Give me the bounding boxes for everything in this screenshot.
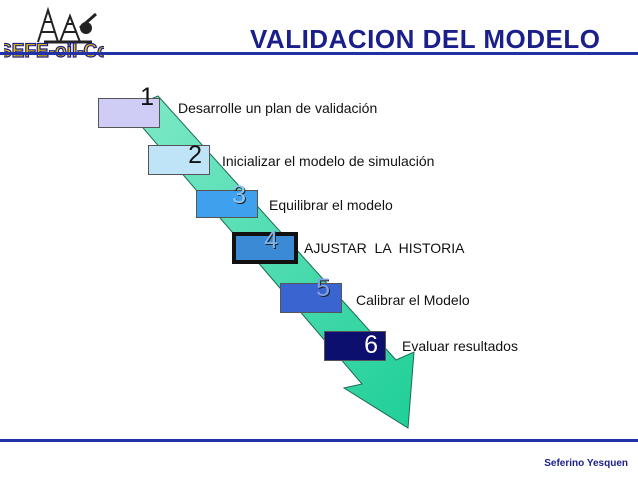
step-1-box (98, 98, 160, 128)
step-5-box (280, 283, 342, 313)
company-logo: SEFE-oil-Co (0, 2, 109, 70)
step-3-box (196, 190, 258, 218)
step-6-box (324, 331, 386, 361)
step-1-number: 1 (140, 83, 154, 111)
header-rule (0, 52, 638, 55)
step-3-label: Equilibrar el modelo (269, 197, 393, 213)
step-2-box (148, 145, 210, 175)
step-1-label: Desarrolle un plan de validación (178, 100, 378, 116)
step-4-box (232, 232, 298, 264)
step-3-number: 3 (232, 181, 246, 209)
step-2-label: Inicializar el modelo de simulación (222, 153, 435, 169)
step-6-label: Evaluar resultados (402, 338, 518, 354)
step-6-number: 6 (364, 331, 378, 359)
logo-text: SEFE-oil-Co (4, 41, 104, 62)
page-title: VALIDACION DEL MODELO (250, 24, 601, 54)
step-5-label: Calibrar el Modelo (356, 292, 470, 308)
author-name: Seferino Yesquen (544, 458, 628, 469)
step-4-label: AJUSTAR LA HISTORIA (304, 240, 465, 256)
step-2-number: 2 (188, 141, 202, 169)
footer-rule (0, 439, 638, 442)
step-4-number: 4 (264, 226, 278, 254)
step-5-number: 5 (316, 274, 330, 302)
